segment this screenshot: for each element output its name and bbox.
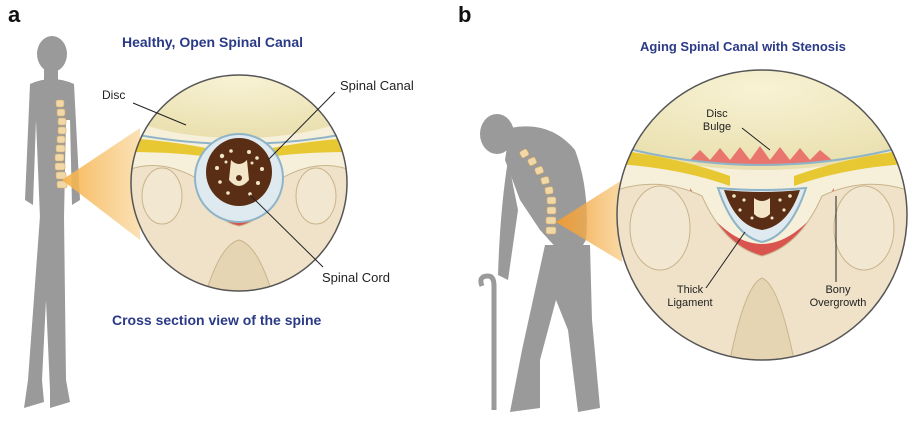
leader-lines-a (132, 91, 336, 268)
label-disc-bulge-line2: Bulge (702, 121, 732, 133)
stooped-person-silhouette (480, 114, 600, 412)
label-spinal-canal: Spinal Canal (340, 78, 414, 93)
panel-a (24, 36, 348, 408)
magnify-beam-b (556, 180, 622, 262)
label-thick-ligament: Thick Ligament (655, 284, 725, 310)
magnified-view-stenosis (617, 70, 907, 360)
spine-icon-b (519, 148, 557, 235)
leader-lines-b (705, 127, 837, 289)
label-bony-overgrowth: Bony Overgrowth (798, 284, 878, 310)
label-spinal-cord: Spinal Cord (322, 270, 390, 285)
spine-icon-a (54, 99, 68, 189)
label-thick-ligament-line1: Thick (676, 284, 704, 296)
panel-letter-b: b (458, 2, 472, 27)
magnify-beam-a (62, 128, 140, 240)
label-disc-bulge-line1: Disc (706, 108, 728, 120)
cane-icon (478, 273, 497, 410)
standing-person-silhouette (24, 36, 80, 408)
label-disc: Disc (102, 88, 126, 102)
label-disc-bulge: Disc Bulge (692, 108, 742, 134)
label-bony-overgrowth-line2: Overgrowth (809, 297, 867, 309)
label-thick-ligament-line2: Ligament (667, 297, 713, 309)
label-bony-overgrowth-line1: Bony (825, 284, 851, 296)
panel-a-caption: Cross section view of the spine (112, 312, 322, 328)
panel-letter-a: a (8, 2, 21, 27)
panel-a-title: Healthy, Open Spinal Canal (122, 34, 304, 50)
panel-b-title: Aging Spinal Canal with Stenosis (640, 39, 846, 54)
magnified-view-healthy (131, 75, 347, 291)
